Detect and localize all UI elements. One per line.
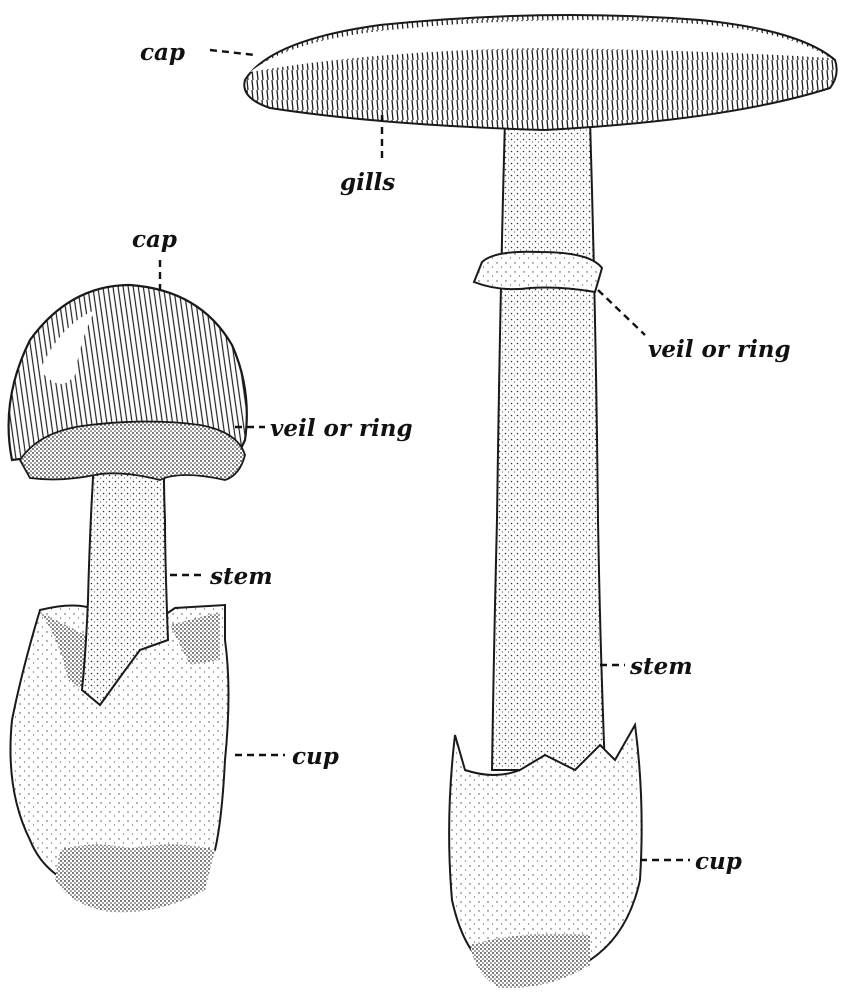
mature-mushroom xyxy=(244,15,836,988)
label-mature-gills: gills xyxy=(340,169,395,196)
young-mushroom xyxy=(9,285,247,912)
mature-ring xyxy=(474,252,602,292)
mature-stem xyxy=(492,120,605,770)
label-mature-stem: stem xyxy=(629,653,693,680)
label-young-veil: veil or ring xyxy=(270,415,413,442)
label-young-cup: cup xyxy=(292,743,339,770)
leader-mature-cap xyxy=(210,50,255,55)
young-cup-base xyxy=(55,844,215,912)
label-mature-cap: cap xyxy=(140,39,185,66)
label-mature-cup: cup xyxy=(695,848,742,875)
mature-cup-base xyxy=(470,934,590,988)
label-mature-veil: veil or ring xyxy=(648,336,791,363)
label-young-cap: cap xyxy=(132,226,177,253)
leader-mature-veil xyxy=(598,290,645,335)
label-young-stem: stem xyxy=(209,563,273,590)
